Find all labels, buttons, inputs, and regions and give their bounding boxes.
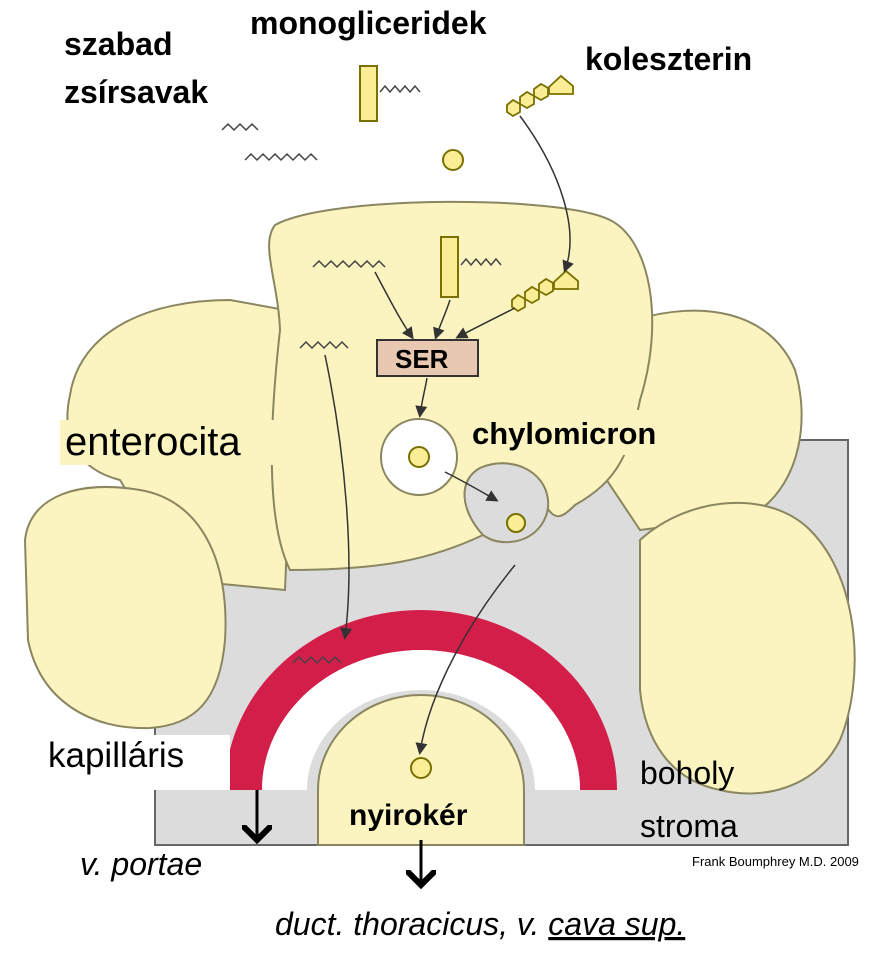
monoglyceride-tail-outside: [380, 86, 420, 92]
label-free-fatty-acids-1: szabad: [64, 26, 172, 62]
fatty-acid-squiggle-2: [245, 154, 317, 160]
label-capillary: kapilláris: [48, 736, 184, 775]
label-lymph-vessel: nyirokér: [349, 799, 468, 832]
label-villus-stroma-2: stroma: [640, 808, 738, 844]
monoglyceride-head-outside: [360, 66, 377, 121]
monoglyceride-head-inside: [441, 237, 458, 297]
label-ser: SER: [395, 344, 449, 374]
free-lipid-droplet: [443, 150, 463, 170]
label-thoracic-duct: duct. thoracicus, v. cava sup.: [275, 906, 685, 942]
fatty-acid-squiggle-1: [222, 124, 258, 130]
label-enterocyte: enterocita: [65, 420, 241, 464]
label-free-fatty-acids-2: zsírsavak: [64, 74, 208, 110]
label-credit: Frank Boumphrey M.D. 2009: [692, 854, 859, 869]
label-portal-vein: v. portae: [80, 846, 202, 882]
label-monoglycerides: monogliceridek: [250, 5, 487, 41]
label-cholesterol: koleszterin: [585, 41, 752, 77]
enterocyte-left-lower: [25, 487, 226, 728]
label-chylomicron: chylomicron: [472, 416, 656, 451]
label-villus-stroma-1: boholy: [640, 755, 734, 791]
lymph-chylomicron: [411, 758, 431, 778]
chylomicron-particle: [409, 447, 429, 467]
released-chylomicron: [507, 514, 525, 532]
cholesterol-icon-outside: [507, 76, 573, 116]
enterocyte-right-lower: [640, 503, 855, 794]
